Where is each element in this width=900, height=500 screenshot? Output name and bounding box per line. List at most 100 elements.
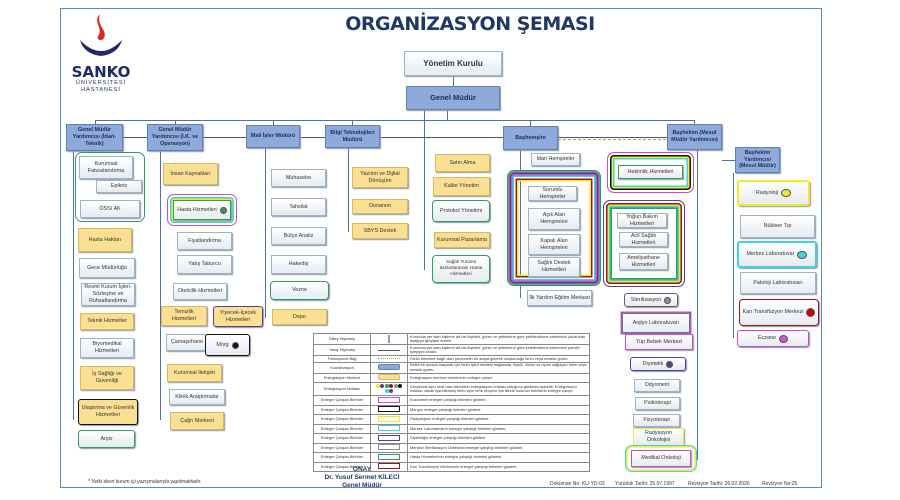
connector	[273, 120, 274, 125]
functional-link-line	[558, 139, 666, 140]
unit-box: Fizyoterapi	[633, 414, 680, 427]
unit-label: Kurumsal Pazarlama	[436, 236, 488, 243]
unit-label: Kan Transfüzyon Merkezi	[742, 309, 804, 316]
legend-description: Merkezi Sterilizasyon Ünitesinin entegre…	[407, 442, 590, 454]
connector	[424, 110, 425, 270]
unit-label: Ulaştırma ve Güvenlik Hizmetleri	[81, 405, 135, 418]
legend-swatch-icon	[370, 372, 408, 384]
unit-box: Protokol Yönetimi	[432, 200, 490, 222]
unit-label: Depo	[293, 313, 306, 320]
unit-box: Yoğun Bakım Hizmetleri	[617, 213, 667, 228]
legend-description: Entegrasyon merkezi birimlerinin entegre…	[407, 372, 590, 384]
unit-box: Sterilizasyon	[624, 293, 678, 307]
footnote: * Yetki devri kurum içi yazışmalarıyla y…	[88, 479, 202, 485]
legend-swatch-icon	[370, 344, 408, 357]
unit-box: Sağlık Turizmi &Uluslararası Hasta Hizme…	[432, 255, 490, 283]
unit-box: İş Sağlığı ve Güvenliği	[80, 366, 134, 390]
unit-box: Kurumsal İletişim	[167, 364, 222, 382]
unit-box: Acil Sağlık Hizmetleri	[619, 232, 668, 247]
legend-swatch-icon	[370, 332, 408, 346]
unit-label: Mali İşler Müdürü	[250, 133, 296, 140]
legend-term: Entegre Çalışan Birimler	[313, 452, 371, 463]
unit-label: Fizyoterapi	[643, 417, 670, 424]
integration-frame-multi	[603, 200, 685, 287]
unit-label: Bütçe Analiz	[283, 232, 314, 239]
unit-label: İdari Hemşireler	[536, 156, 575, 163]
unit-box: SBYS Destek	[352, 223, 408, 239]
unit-label: ÖSS/ AK	[99, 205, 121, 212]
unit-box: Satın Alma	[435, 154, 490, 172]
unit-box: Yatış Taburcu	[177, 255, 232, 274]
unit-label: Medikal Onkoloji	[641, 455, 681, 462]
unit-box: Epikriz	[96, 180, 142, 193]
unit-label: Çağrı Merkezi	[180, 417, 214, 424]
unit-box: Sorumlu Hemşireler	[528, 186, 577, 201]
connector	[160, 150, 161, 420]
legend-description: Farklı birimlere bağlı olan personelin b…	[407, 355, 590, 363]
sanko-logo: SANKO ÜNİVERSİTESİ HASTANESİ	[66, 10, 136, 95]
approval-block: ONAY Dr. Yusuf Sermet KİLECİ Genel Müdür	[300, 466, 424, 490]
unit-box: Çamaşırhane	[166, 334, 208, 351]
legend-swatch-icon	[370, 395, 408, 406]
integration-dot-icon	[778, 334, 788, 343]
legend-term: Entegre Çalışan Birimler	[313, 423, 371, 435]
unit-label: Genel Müdür Yardımcısı (İdari-Teknik)	[72, 127, 117, 147]
unit-box: Muhasebe	[271, 169, 326, 187]
legend-term: Entegre Çalışan Birimler	[313, 414, 371, 425]
unit-box: Psikoterapi	[635, 397, 680, 410]
document-number: Doküman No: KU-YD-02	[550, 481, 605, 487]
unit-label: Diyetetik	[642, 360, 664, 367]
legend-term: Entegre Çalışan Birimler	[313, 433, 371, 444]
unit-box: Klinik Araştırmalar	[169, 389, 225, 405]
unit-label: Ameliyathane Hizmetleri	[627, 254, 660, 268]
unit-box: Kurumsal Faturalandırma	[79, 156, 133, 179]
integration-dot-icon	[806, 308, 816, 317]
unit-box: Vezne	[270, 281, 329, 300]
unit-box: Otelcilik Hizmetleri	[173, 283, 227, 300]
logo-sub2: HASTANESİ	[81, 87, 121, 93]
unit-box: Yiyecek-İçecek Hizmetleri	[213, 306, 263, 327]
unit-box: İdari Hemşireler	[531, 153, 580, 166]
unit-label: Patoloji Laboratuvarı	[753, 279, 803, 286]
approval-label: ONAY	[352, 466, 372, 473]
legend-description: Radyolojinin entegre çalıştığı birimleri…	[407, 414, 590, 425]
unit-label: Yönetim Kurulu	[423, 58, 483, 68]
unit-box: Resmi Kurum İşleri-Sözleşme ve Ruhsatlan…	[81, 283, 135, 306]
legend-term: Dikey Hiyerarşi	[313, 332, 371, 346]
unit-box: Biyomedikal Hizmetleri	[80, 338, 134, 358]
connector	[733, 173, 734, 338]
unit-box: Hakediş	[271, 255, 326, 274]
it-manager-box: Bilgi Teknolojileri Müdürü	[325, 125, 380, 148]
publish-date: Yürürlük Tarihi: 25.07.1997	[615, 481, 675, 487]
unit-label: Hasta Hizmetleri	[177, 206, 217, 213]
legend-term: Koordinasyon	[313, 361, 371, 374]
legend-term: Yatay Hiyerarşi	[313, 344, 371, 357]
approver-role: Genel Müdür	[342, 482, 382, 490]
unit-label: Kurumsal İletişim	[173, 369, 216, 376]
legend-swatch-icon	[370, 414, 408, 425]
unit-box: Radyasyon Onkolojisi	[633, 428, 684, 446]
unit-label: Klinik Araştırmalar	[175, 393, 219, 400]
integration-dot-icon	[231, 341, 239, 349]
connector	[95, 120, 695, 121]
unit-label: Kurumsal Faturalandırma	[87, 160, 125, 174]
unit-box: Bütçe Analiz	[271, 227, 326, 245]
unit-label: Çamaşırhane	[170, 339, 204, 346]
connector	[175, 120, 176, 124]
legend-term: Entegre Çalışan Birimler	[313, 404, 371, 416]
legend-row: Yatay Hiyerarşi Kurumda yer alan kişileri…	[313, 344, 590, 357]
unit-label: Başhemşire	[515, 134, 546, 141]
unit-box: Açık Alan Hemşireleri	[528, 208, 580, 230]
legend-description: Kurumda yer alan kişilerin alt-üst ilişk…	[407, 344, 590, 357]
unit-box: Hekimlik Hizmetleri	[618, 165, 683, 179]
legend-description: Diyetetiğin entegre çalıştığı birimleri …	[407, 433, 590, 444]
legend-swatch-icon	[370, 442, 408, 454]
integration-dot-icon	[797, 250, 808, 259]
chief-physician-box: Başhekim (Mesul Müdür Yardımcısı)	[667, 124, 722, 150]
integration-frame-multi	[507, 170, 601, 286]
legend-row: Entegre Çalışan Birimler Radyolojinin ent…	[313, 414, 590, 425]
